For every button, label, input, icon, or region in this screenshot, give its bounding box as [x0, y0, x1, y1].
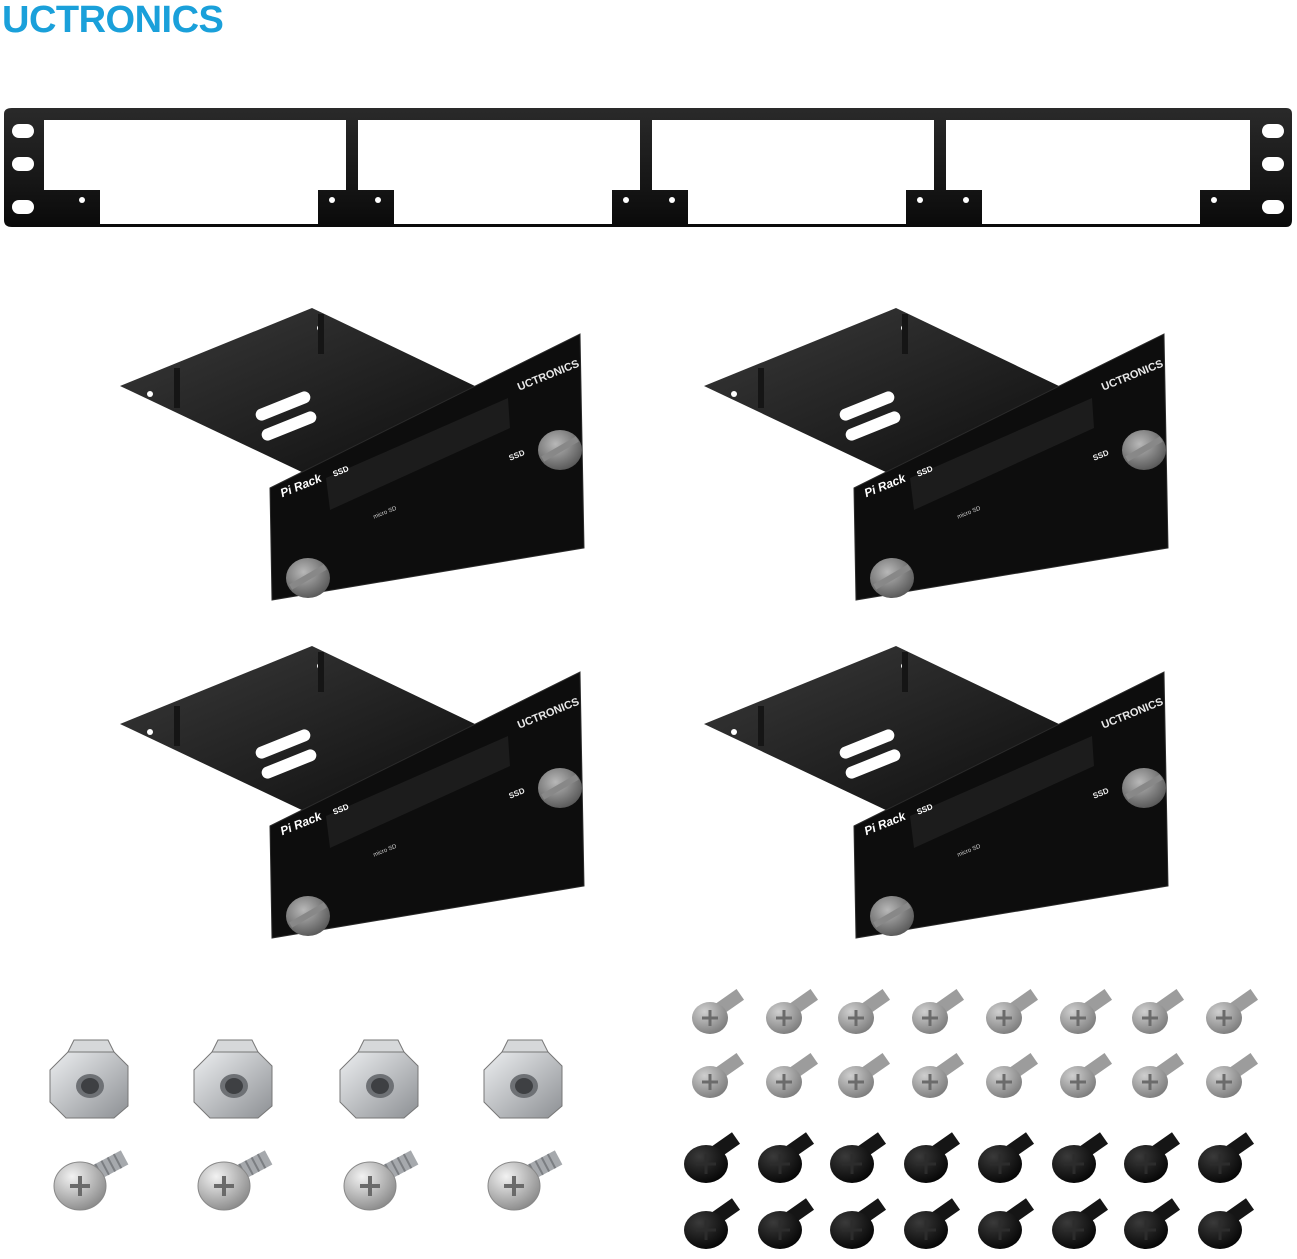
cage-nut-4 — [483, 1039, 563, 1119]
panel-mount-holes — [12, 124, 1284, 214]
rack-mount-panel — [4, 108, 1292, 227]
rack-screw-2 — [196, 1148, 275, 1212]
silver-screw-2 — [764, 987, 820, 1036]
black-screws — [682, 1130, 1256, 1251]
black-screw-11 — [828, 1196, 888, 1251]
silver-screw-5 — [984, 987, 1040, 1036]
cage-nut-1 — [49, 1039, 129, 1119]
silver-screw-9 — [690, 1051, 746, 1100]
black-screw-10 — [756, 1196, 816, 1251]
pi-rack-ssd-tray-3: UCTRONICS Pi Rack SSD SSD micro SD — [119, 645, 590, 942]
silver-screw-6 — [1058, 987, 1114, 1036]
silver-screw-14 — [1058, 1051, 1114, 1100]
rack-screws — [52, 1148, 565, 1212]
black-screw-5 — [976, 1130, 1036, 1185]
silver-screw-12 — [910, 1051, 966, 1100]
black-screw-2 — [756, 1130, 816, 1185]
silver-screw-16 — [1204, 1051, 1260, 1100]
panel-frame — [4, 108, 1292, 227]
uctronics-logo: UCTRONICS — [2, 0, 224, 41]
black-screw-7 — [1122, 1130, 1182, 1185]
silver-screw-4 — [910, 987, 966, 1036]
black-screw-12 — [902, 1196, 962, 1251]
cage-nuts — [49, 1039, 563, 1119]
silver-screw-11 — [836, 1051, 892, 1100]
silver-screw-15 — [1130, 1051, 1186, 1100]
black-screw-6 — [1050, 1130, 1110, 1185]
cage-nut-3 — [339, 1039, 419, 1119]
black-screw-16 — [1196, 1196, 1256, 1251]
black-screw-14 — [1050, 1196, 1110, 1251]
black-screw-13 — [976, 1196, 1036, 1251]
silver-screw-1 — [690, 987, 746, 1036]
silver-screw-10 — [764, 1051, 820, 1100]
pi-rack-ssd-tray-4: UCTRONICS Pi Rack SSD SSD micro SD — [703, 645, 1174, 942]
silver-screws — [690, 987, 1260, 1100]
black-screw-1 — [682, 1130, 742, 1185]
black-screw-15 — [1122, 1196, 1182, 1251]
black-screw-3 — [828, 1130, 888, 1185]
silver-screw-13 — [984, 1051, 1040, 1100]
pi-rack-ssd-tray-2: UCTRONICS Pi Rack SSD SSD micro SD — [703, 307, 1174, 604]
pi-rack-ssd-tray-1: UCTRONICS Pi Rack SSD SSD micro SD — [119, 307, 590, 604]
rack-screw-1 — [52, 1148, 131, 1212]
black-screw-8 — [1196, 1130, 1256, 1185]
silver-screw-3 — [836, 987, 892, 1036]
silver-screw-8 — [1204, 987, 1260, 1036]
black-screw-9 — [682, 1196, 742, 1251]
cage-nut-2 — [193, 1039, 273, 1119]
panel-tab-holes — [79, 197, 1217, 203]
rack-screw-3 — [342, 1148, 421, 1212]
black-screw-4 — [902, 1130, 962, 1185]
rack-screw-4 — [486, 1148, 565, 1212]
silver-screw-7 — [1130, 987, 1186, 1036]
